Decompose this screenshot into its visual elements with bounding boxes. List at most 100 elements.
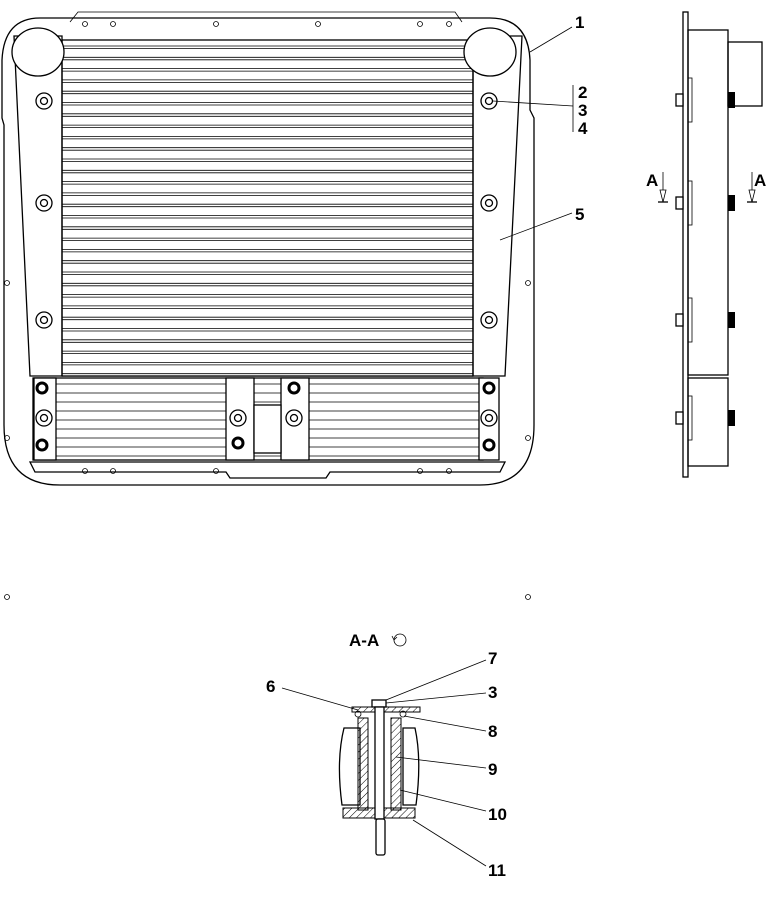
side-nut <box>675 313 684 327</box>
bolt-shank <box>374 706 385 820</box>
main-core <box>61 39 474 377</box>
bolt-icon <box>484 315 494 325</box>
bolt-icon <box>35 381 49 395</box>
frame-hole <box>213 468 219 474</box>
side-nut <box>675 196 684 210</box>
side-mount <box>687 180 693 226</box>
side-mount <box>687 297 693 343</box>
rubber-bushing-left <box>357 717 369 811</box>
bolt-icon <box>39 315 49 325</box>
core-section-left <box>338 727 361 806</box>
side-pipe <box>727 41 763 107</box>
callout-5: 5 <box>575 205 584 224</box>
frame-hole <box>525 280 531 286</box>
bolt-head <box>371 699 387 708</box>
frame-hole <box>213 21 219 27</box>
callout-8: 8 <box>488 722 497 741</box>
section-marker-label: A <box>754 171 766 190</box>
bolt-washer <box>35 92 53 110</box>
side-core-upper <box>687 29 729 376</box>
bottom-flange <box>28 461 507 479</box>
callout-1: 1 <box>575 13 584 32</box>
side-mount <box>687 77 693 123</box>
rotation-arrow-icon <box>391 635 398 641</box>
side-bolt-head <box>728 410 735 426</box>
frame-hole <box>4 594 10 600</box>
side-bolt-head <box>728 92 735 108</box>
frame-hole <box>110 468 116 474</box>
side-core-lower <box>687 377 729 467</box>
main-core-fins <box>62 45 473 377</box>
bolt-end <box>375 818 386 856</box>
side-mount <box>687 395 693 441</box>
callout-7: 7 <box>488 649 497 668</box>
right-side-bracket <box>472 35 523 377</box>
bolt-icon <box>39 413 49 423</box>
rotation-icon <box>393 633 407 647</box>
callout-3: 3 <box>578 101 587 120</box>
radiator-side-view: A A <box>646 11 766 478</box>
bolt-icon <box>484 198 494 208</box>
bolt-icon <box>484 413 494 423</box>
frame-hole <box>110 21 116 27</box>
bolt-washer <box>480 194 498 212</box>
callout-2: 2 <box>578 83 587 102</box>
radiator-front-view <box>1 11 535 600</box>
front-callouts: 1 2 3 4 5 <box>492 13 588 241</box>
bolt-icon <box>287 381 301 395</box>
frame-hole <box>525 435 531 441</box>
side-nut <box>675 411 684 425</box>
bolt-icon <box>39 198 49 208</box>
callout-9: 9 <box>488 760 497 779</box>
side-bolts <box>675 77 735 441</box>
callout-3-section: 3 <box>488 683 497 702</box>
section-marker-left: A <box>646 171 668 203</box>
bolt-washer <box>229 409 247 427</box>
frame-hole <box>315 21 321 27</box>
bolt-icon <box>482 438 496 452</box>
side-bolt-head <box>728 312 735 328</box>
frame-hole <box>82 468 88 474</box>
rubber-bushing-right <box>390 717 402 811</box>
outlet-pipe <box>463 27 517 77</box>
side-nut <box>675 93 684 107</box>
frame-hole <box>446 21 452 27</box>
section-title: A-A <box>349 631 379 650</box>
bolt-icon <box>39 96 49 106</box>
frame-hole <box>417 21 423 27</box>
bolt-icon <box>231 436 245 450</box>
frame-hole <box>525 594 531 600</box>
section-marker-right: A <box>747 171 766 203</box>
bolt-washer <box>480 409 498 427</box>
frame-hole <box>446 468 452 474</box>
top-flange <box>69 11 463 23</box>
top-plate <box>351 706 421 713</box>
section-marker-label: A <box>646 171 658 190</box>
side-frame-plate <box>682 11 689 478</box>
bolt-icon <box>289 413 299 423</box>
frame-hole <box>417 468 423 474</box>
frame-hole <box>4 280 10 286</box>
frame-holes <box>4 21 531 600</box>
bolt-icon <box>482 381 496 395</box>
bolt-icon <box>484 96 494 106</box>
bolt-washer <box>35 311 53 329</box>
bolt-washer <box>285 409 303 427</box>
callout-11: 11 <box>488 861 506 880</box>
bolt-icon <box>233 413 243 423</box>
section-a-a-view: A-A 6 7 3 8 9 10 11 <box>266 631 507 880</box>
callout-10: 10 <box>488 805 507 824</box>
inlet-pipe <box>11 27 65 77</box>
frame-hole <box>82 21 88 27</box>
core-section-right <box>402 727 420 806</box>
center-link <box>253 404 282 454</box>
callout-4: 4 <box>578 119 588 138</box>
bolt-washer <box>35 409 53 427</box>
outer-frame <box>1 17 535 486</box>
bolt-icon <box>35 438 49 452</box>
side-bolt-head <box>728 195 735 211</box>
bolt-washer <box>480 311 498 329</box>
frame-hole <box>4 435 10 441</box>
bolt-washer <box>35 194 53 212</box>
